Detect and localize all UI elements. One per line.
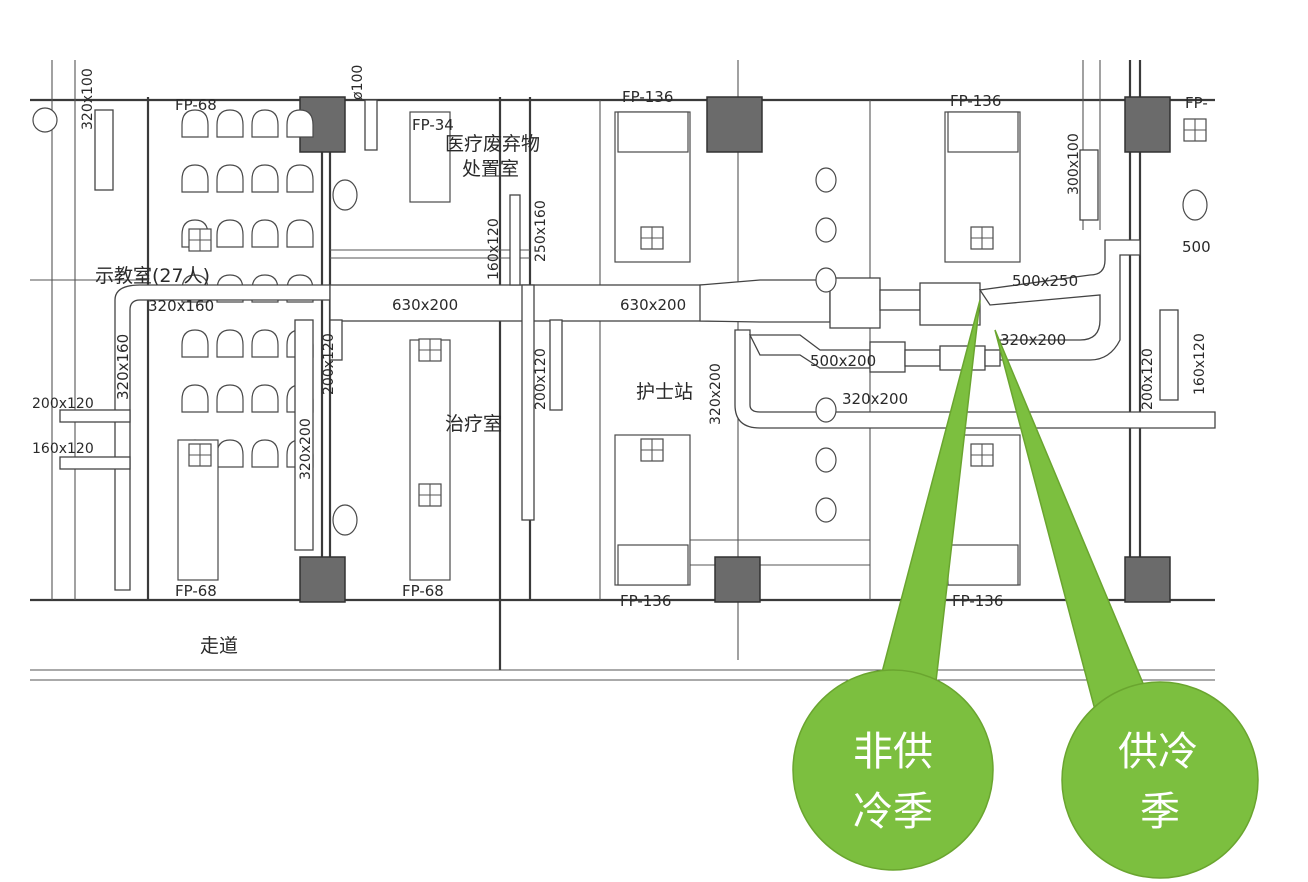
seat	[251, 219, 279, 248]
dim-500-right: 500	[1182, 238, 1211, 256]
callout-non-cooling-season: 非供 冷季	[792, 299, 994, 871]
diffuser-icon	[640, 438, 664, 462]
diffuser-icon	[188, 228, 212, 252]
room-treatment: 治疗室	[445, 413, 502, 435]
unit-fp68-bottom-mid: FP-68	[402, 582, 444, 600]
seat	[216, 384, 244, 413]
dimension-labels: 320x160 320x160 320x100 ø100 630x200 630…	[32, 65, 1211, 480]
beds	[177, 111, 1021, 586]
callout-non-cooling-line1: 非供	[853, 729, 933, 775]
dim-160x120-horizontal: 160x120	[32, 441, 94, 457]
dim-500x250: 500x250	[1012, 272, 1078, 290]
dim-200x120-vertical-1: 200x120	[321, 333, 337, 395]
dim-160x120-right: 160x120	[1192, 333, 1208, 395]
dim-250x160: 250x160	[533, 200, 549, 262]
seat	[216, 329, 244, 358]
seat	[251, 109, 279, 138]
unit-fp34: FP-34	[412, 116, 454, 134]
unit-fp136-bottom-right: FP-136	[952, 592, 1003, 610]
dim-320x160-vertical: 320x160	[114, 334, 132, 400]
seat	[216, 219, 244, 248]
unit-fp136-top-left: FP-136	[622, 88, 673, 106]
seat	[181, 384, 209, 413]
dim-320x200-horizontal-2: 320x200	[842, 390, 908, 408]
seat	[181, 164, 209, 193]
dim-320x100: 320x100	[80, 68, 96, 130]
dim-200x120-vertical-2: 200x120	[533, 348, 549, 410]
callout-cooling-season: 供冷 季	[994, 329, 1259, 879]
diffuser-icon	[970, 443, 994, 467]
unit-fp136-top-right: FP-136	[950, 92, 1001, 110]
seat	[216, 164, 244, 193]
seat	[286, 109, 314, 138]
seat	[286, 219, 314, 248]
seat	[251, 384, 279, 413]
dim-630x200-b: 630x200	[620, 296, 686, 314]
seat	[181, 109, 209, 138]
room-nurse-station: 护士站	[636, 381, 693, 403]
unit-fp136-bottom-left: FP-136	[620, 592, 671, 610]
seat	[216, 439, 244, 468]
callout-cooling-line2: 季	[1140, 789, 1180, 835]
dim-100: ø100	[350, 65, 366, 100]
seat	[181, 329, 209, 358]
dim-500x200: 500x200	[810, 352, 876, 370]
diffuser-icon	[970, 226, 994, 250]
dim-320x200-vertical-1: 320x200	[298, 418, 314, 480]
dim-300x100: 300x100	[1066, 133, 1082, 195]
callout-non-cooling-line2: 冷季	[853, 789, 933, 835]
room-waste: 医疗废弃物	[445, 133, 540, 155]
seat	[251, 439, 279, 468]
unit-fp68-bottom-left: FP-68	[175, 582, 217, 600]
diffuser-icon	[418, 338, 442, 362]
room-corridor: 走道	[200, 635, 238, 657]
room-demo: 示教室(27人)	[95, 265, 210, 287]
unit-fp-right: FP-	[1185, 94, 1208, 112]
seat	[251, 164, 279, 193]
diffuser-icon	[640, 226, 664, 250]
room-labels: 示教室(27人) 医疗废弃物 处置室 治疗室 护士站 走道	[95, 133, 693, 657]
unit-fp68-top: FP-68	[175, 96, 217, 114]
diffuser-icon	[1183, 118, 1207, 142]
dim-630x200-a: 630x200	[392, 296, 458, 314]
unit-labels: FP-68 FP-68 FP-68 FP-34 FP-136 FP-136 FP…	[175, 88, 1208, 610]
dim-200x120-right: 200x120	[1140, 348, 1156, 410]
dim-320x160-top: 320x160	[148, 297, 214, 315]
seat	[216, 109, 244, 138]
seat	[286, 164, 314, 193]
diffuser-icon	[418, 483, 442, 507]
dim-320x200-horizontal-1: 320x200	[1000, 331, 1066, 349]
seat	[251, 329, 279, 358]
dim-200x120-horizontal: 200x120	[32, 396, 94, 412]
columns	[299, 96, 1171, 603]
ductwork	[59, 99, 1216, 591]
diffuser-icon	[188, 443, 212, 467]
diffusers	[188, 118, 1207, 507]
dim-160x120-vertical: 160x120	[486, 218, 502, 280]
callout-cooling-line1: 供冷	[1118, 729, 1198, 775]
fixtures	[32, 107, 1208, 536]
room-waste-2: 处置室	[462, 158, 519, 180]
dim-320x200-vertical-2: 320x200	[708, 363, 724, 425]
